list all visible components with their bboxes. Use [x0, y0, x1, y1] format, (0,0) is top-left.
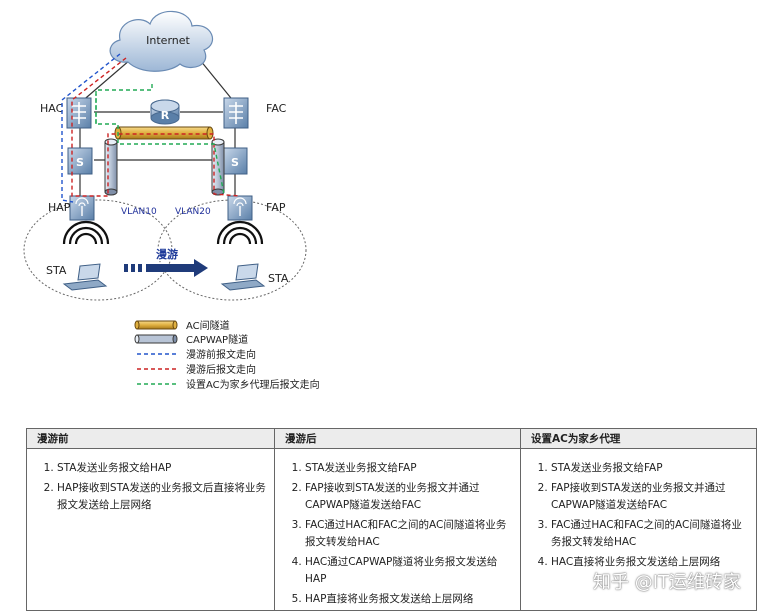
legend-capwap-tunnel-label: CAPWAP隧道: [186, 333, 248, 346]
fac-label: FAC: [266, 102, 287, 115]
home-agent-cell: STA发送业务报文给FAP FAP接收到STA发送的业务报文并通过CAPWAP隧…: [520, 448, 757, 611]
router-label: R: [161, 109, 170, 122]
column-header-before-roaming: 漫游前: [26, 428, 275, 449]
legend-green-path-label: 设置AC为家乡代理后报文走向: [186, 378, 320, 391]
right-wifi-signal-icon: [216, 220, 264, 245]
table-header-row: 漫游前 漫游后 设置AC为家乡代理: [26, 428, 757, 449]
physical-links: [79, 59, 236, 196]
list-item: FAP接收到STA发送的业务报文并通过CAPWAP隧道发送给FAC: [551, 480, 748, 515]
legend-blue-path-label: 漫游前报文走向: [186, 348, 256, 361]
before-roaming-cell: STA发送业务报文给HAP HAP接收到STA发送的业务报文后直接将业务报文发送…: [26, 448, 275, 611]
list-item: FAC通过HAC和FAC之间的AC间隧道将业务报文转发给HAC: [551, 517, 748, 552]
list-item: FAC通过HAC和FAC之间的AC间隧道将业务报文转发给HAC: [305, 517, 512, 552]
vlan-left-label: VLAN10: [121, 207, 157, 217]
roam-label: 漫游: [156, 247, 178, 261]
right-switch-icon: S: [222, 147, 248, 175]
roaming-arrow: [124, 259, 208, 277]
right-laptop-icon: [220, 263, 266, 291]
table-row: STA发送业务报文给HAP HAP接收到STA发送的业务报文后直接将业务报文发送…: [26, 448, 757, 611]
fap-label: FAP: [266, 201, 286, 214]
legend: AC间隧道 CAPWAP隧道 漫游前报文走向 漫游后报文走向 设置AC为家乡代理…: [134, 319, 320, 391]
list-item: HAP接收到STA发送的业务报文后直接将业务报文发送给上层网络: [57, 480, 266, 515]
roaming-comparison-table: 漫游前 漫游后 设置AC为家乡代理 STA发送业务报文给HAP HAP接收到ST…: [26, 428, 757, 611]
legend-ac-tunnel-label: AC间隧道: [186, 319, 230, 332]
left-wifi-signal-icon: [62, 220, 110, 245]
hac-label: HAC: [40, 102, 64, 115]
after-roaming-cell: STA发送业务报文给FAP FAP接收到STA发送的业务报文并通过CAPWAP隧…: [274, 448, 521, 611]
hap-device-icon: [69, 195, 95, 221]
legend-ac-tunnel-swatch: [134, 320, 178, 330]
green-path-home-agent: [95, 84, 225, 195]
red-path-after-roaming: [71, 57, 241, 197]
ac-tunnel: [114, 126, 214, 140]
left-laptop-icon: [62, 263, 108, 291]
fap-device-icon: [227, 195, 253, 221]
left-switch-label: S: [76, 156, 84, 169]
list-item: STA发送业务报文给FAP: [305, 460, 512, 478]
list-item: FAP接收到STA发送的业务报文并通过CAPWAP隧道发送给FAC: [305, 480, 512, 515]
hac-device-icon: [66, 97, 92, 129]
network-roaming-diagram: Internet R HAC FAC S S HAP FAP: [23, 10, 320, 391]
blue-path-before-roaming: [61, 53, 121, 203]
before-roaming-steps: STA发送业务报文给HAP HAP接收到STA发送的业务报文后直接将业务报文发送…: [27, 460, 274, 515]
column-header-after-roaming: 漫游后: [274, 428, 521, 449]
home-agent-steps: STA发送业务报文给FAP FAP接收到STA发送的业务报文并通过CAPWAP隧…: [521, 460, 756, 571]
right-switch-label: S: [231, 156, 239, 169]
sta-left-label: STA: [46, 264, 67, 277]
list-item: STA发送业务报文给FAP: [551, 460, 748, 478]
list-item: HAC直接将业务报文发送给上层网络: [551, 554, 748, 572]
router-icon: R: [150, 99, 180, 125]
vlan-right-label: VLAN20: [175, 207, 211, 217]
list-item: HAC通过CAPWAP隧道将业务报文发送给HAP: [305, 554, 512, 589]
watermark: 知乎 @IT运维砖家: [592, 572, 741, 593]
sta-right-label: STA: [268, 272, 289, 285]
legend-capwap-tunnel-swatch: [134, 334, 178, 344]
capwap-tunnel-left: [104, 138, 118, 196]
legend-red-path-label: 漫游后报文走向: [186, 363, 256, 376]
roam-label-bg: [153, 247, 180, 261]
after-roaming-steps: STA发送业务报文给FAP FAP接收到STA发送的业务报文并通过CAPWAP隧…: [275, 460, 520, 608]
fac-device-icon: [223, 97, 249, 129]
internet-cloud: Internet: [109, 10, 214, 72]
list-item: HAP直接将业务报文发送给上层网络: [305, 591, 512, 609]
internet-label: Internet: [146, 34, 190, 47]
hap-label: HAP: [48, 201, 71, 214]
capwap-tunnel-right: [211, 138, 225, 196]
column-header-home-agent: 设置AC为家乡代理: [520, 428, 757, 449]
list-item: STA发送业务报文给HAP: [57, 460, 266, 478]
